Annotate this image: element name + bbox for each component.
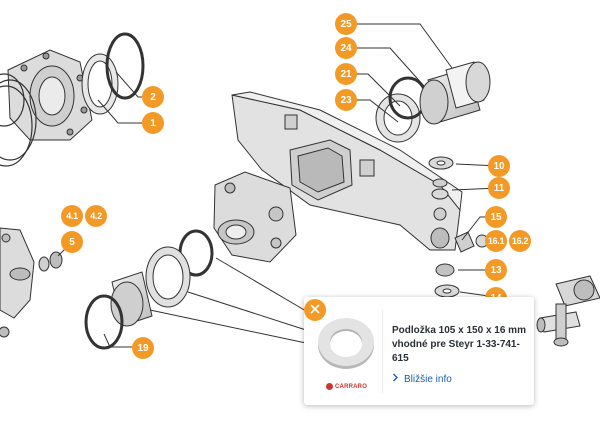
washers-right	[428, 156, 489, 298]
popup-close-button[interactable]	[304, 299, 326, 321]
product-title: Podložka 105 x 150 x 16 mm vhodné pre St…	[392, 325, 526, 364]
callout-5[interactable]: 5	[61, 231, 83, 253]
washer-thumbnail	[318, 318, 374, 369]
callout-23[interactable]: 23	[335, 89, 357, 111]
differential-carrier	[213, 171, 297, 263]
axle-beam	[231, 91, 463, 251]
callout-15[interactable]: 15	[485, 206, 507, 228]
brand-name: CARRARO	[335, 383, 368, 390]
brand-mark-icon	[326, 383, 333, 390]
callout-21[interactable]: 21	[335, 63, 357, 85]
popup-divider	[382, 309, 383, 393]
callout-11[interactable]: 11	[488, 177, 510, 199]
more-info-label: Bližšie info	[404, 373, 452, 385]
bearing-rings-center	[84, 229, 214, 350]
universal-joint	[536, 275, 600, 347]
callout-13[interactable]: 13	[485, 259, 507, 281]
seal-rings-2-1	[81, 32, 145, 115]
callout-4-1[interactable]: 4.1	[61, 205, 83, 227]
callout-19[interactable]: 19	[132, 337, 154, 359]
product-popup: CARRARO Podložka 105 x 150 x 16 mm vhodn…	[304, 297, 534, 405]
hub-rings-left	[0, 73, 37, 167]
callout-24[interactable]: 24	[335, 37, 357, 59]
callout-1[interactable]: 1	[142, 112, 164, 134]
steering-knuckle	[0, 227, 63, 338]
callout-16-1[interactable]: 16.1	[485, 230, 507, 252]
callout-4-2[interactable]: 4.2	[85, 205, 107, 227]
bearing-stack-top-right	[375, 61, 491, 143]
callout-25[interactable]: 25	[335, 13, 357, 35]
callout-10[interactable]: 10	[488, 155, 510, 177]
callout-2[interactable]: 2	[142, 86, 164, 108]
close-icon	[310, 301, 320, 319]
chevron-right-icon	[392, 373, 399, 385]
hub-housing	[7, 49, 93, 141]
callout-16-2[interactable]: 16.2	[509, 230, 531, 252]
leader-lines	[57, 23, 500, 348]
brand-logo: CARRARO	[326, 383, 367, 390]
more-info-link[interactable]: Bližšie info	[392, 373, 452, 385]
